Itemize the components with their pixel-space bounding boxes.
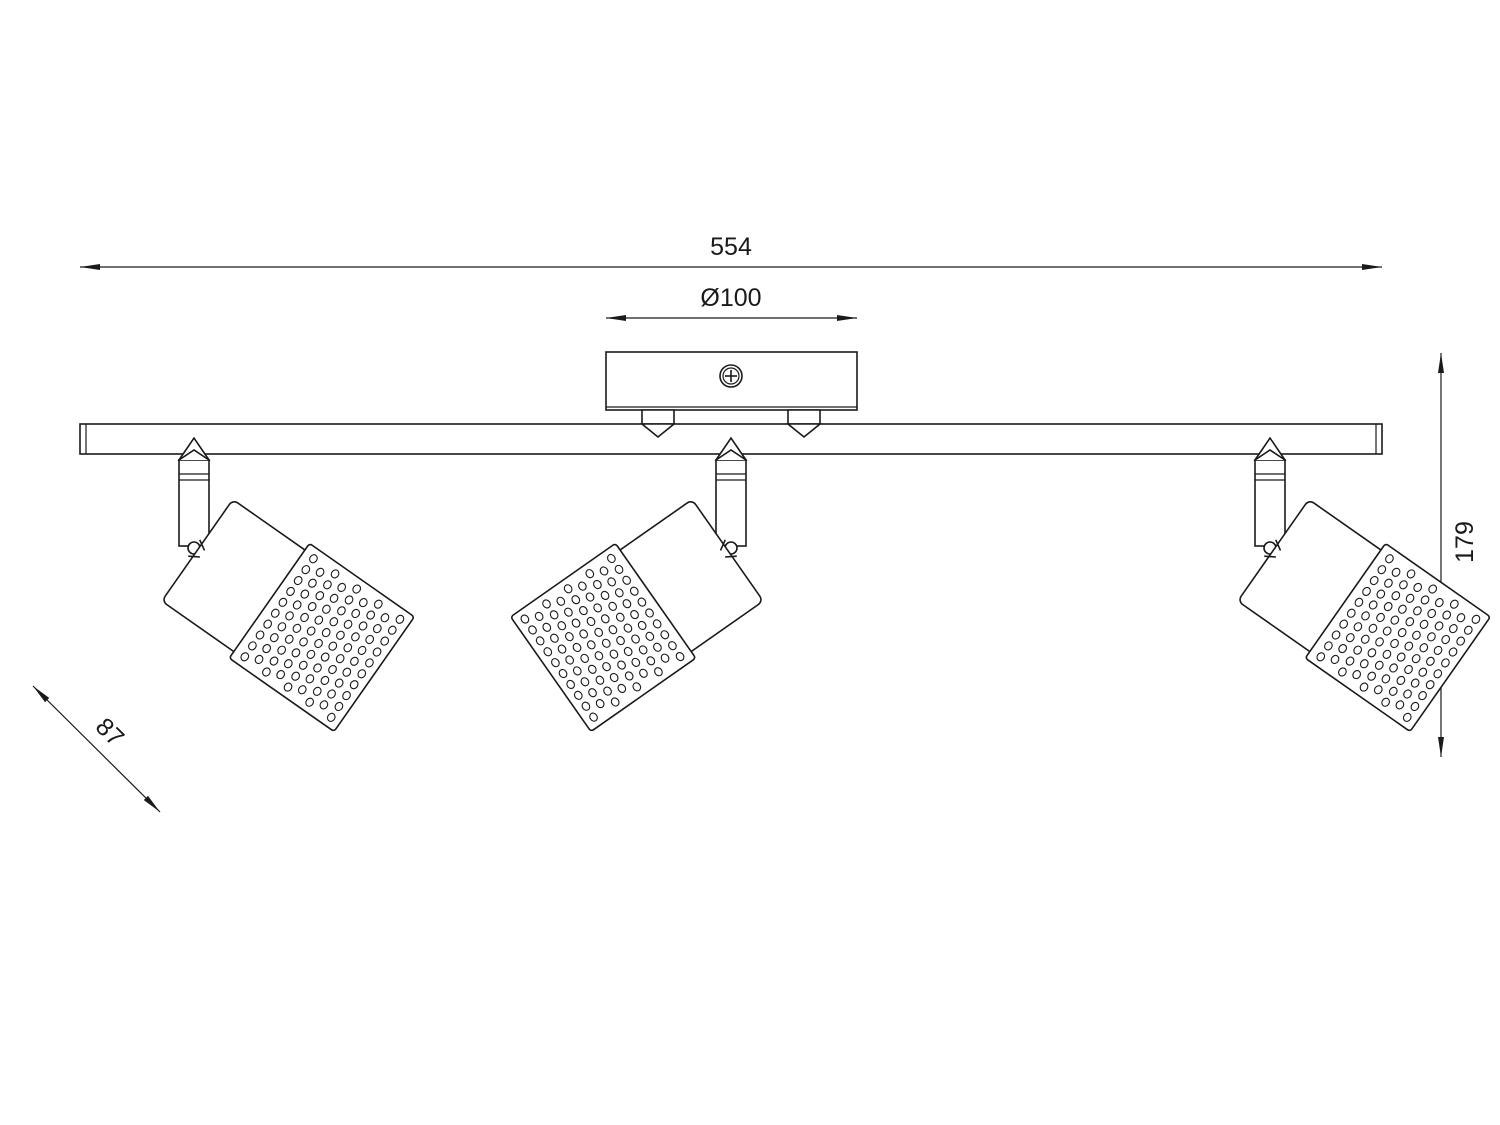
shade-depth-label: 87: [90, 713, 129, 752]
spot-shade: [511, 501, 762, 732]
canopy-diameter-label: Ø100: [700, 284, 761, 312]
spot-arm: [715, 449, 747, 547]
perforation-pattern: [1316, 554, 1481, 722]
spot-shade: [163, 501, 414, 732]
perforated-shade: [511, 543, 696, 732]
overall-length-label: 554: [710, 233, 752, 261]
mounting-screw-icon: [719, 364, 743, 388]
overall-height-label: 179: [1451, 521, 1479, 563]
dimension-canopy-diameter: Ø100: [606, 284, 857, 321]
dimension-shade-depth: 87: [32, 685, 161, 813]
spotlight-left: [163, 436, 414, 732]
perforated-shade: [1305, 543, 1490, 732]
spot-arm: [178, 449, 210, 547]
spotlight-center: [511, 436, 762, 732]
dimension-overall-height: 179: [1438, 353, 1479, 757]
perforated-shade: [229, 543, 414, 732]
spotlights: [163, 436, 1490, 732]
spot-shade: [1239, 501, 1490, 732]
spotlight-right: [1239, 436, 1490, 732]
spot-arm: [1254, 449, 1286, 547]
perforation-pattern: [520, 553, 685, 722]
dimension-overall-length: 554: [80, 233, 1382, 270]
perforation-pattern: [240, 554, 405, 722]
